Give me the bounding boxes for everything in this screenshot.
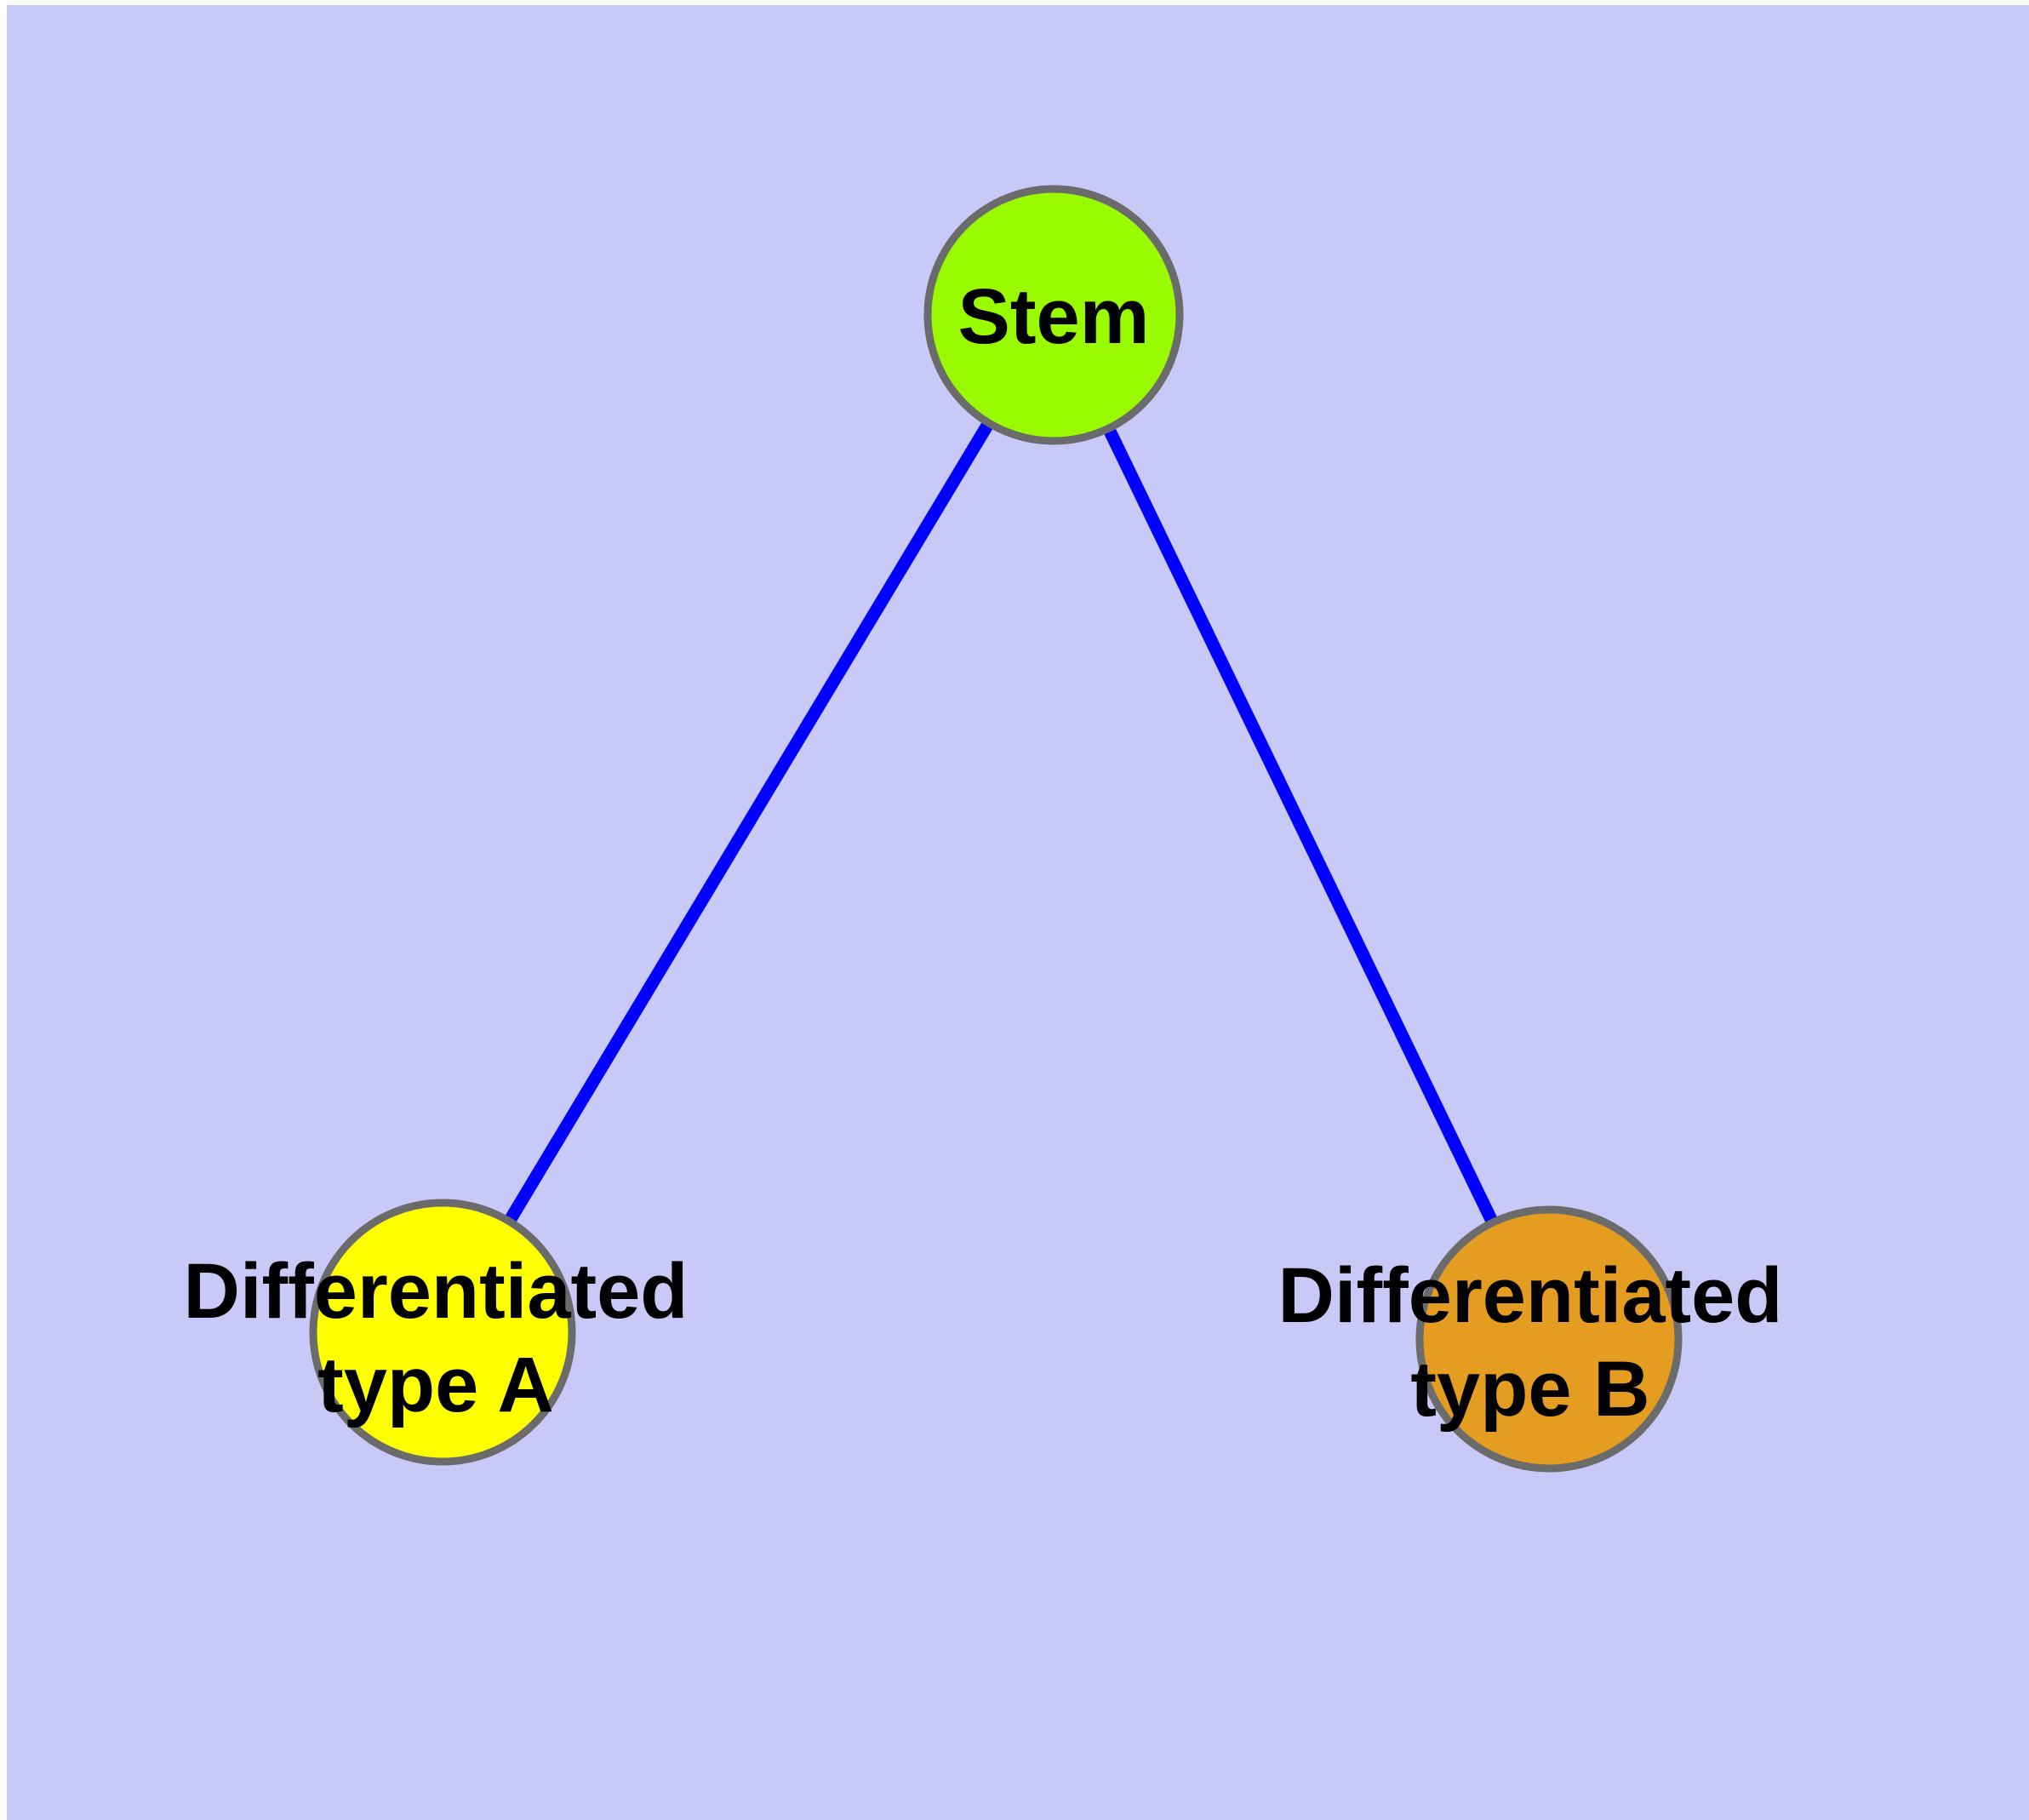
node-label-differentiated-type-a: Differentiated type A bbox=[183, 1248, 689, 1428]
edge-stem-diff-a bbox=[437, 312, 1060, 1336]
graph-svg bbox=[309, 185, 1683, 1473]
node-circle-stem bbox=[923, 185, 1184, 445]
node-label-differentiated-type-b: Differentiated type B bbox=[1277, 1252, 1783, 1433]
node-label-stem: Stem bbox=[957, 273, 1150, 360]
diagram-canvas: Stem Differentiated type A Differentiate… bbox=[7, 5, 2029, 1820]
node-circle-diff-b bbox=[1415, 1205, 1683, 1473]
node-circle-diff-a bbox=[309, 1199, 576, 1466]
edge-stem-diff-b bbox=[1048, 312, 1555, 1342]
